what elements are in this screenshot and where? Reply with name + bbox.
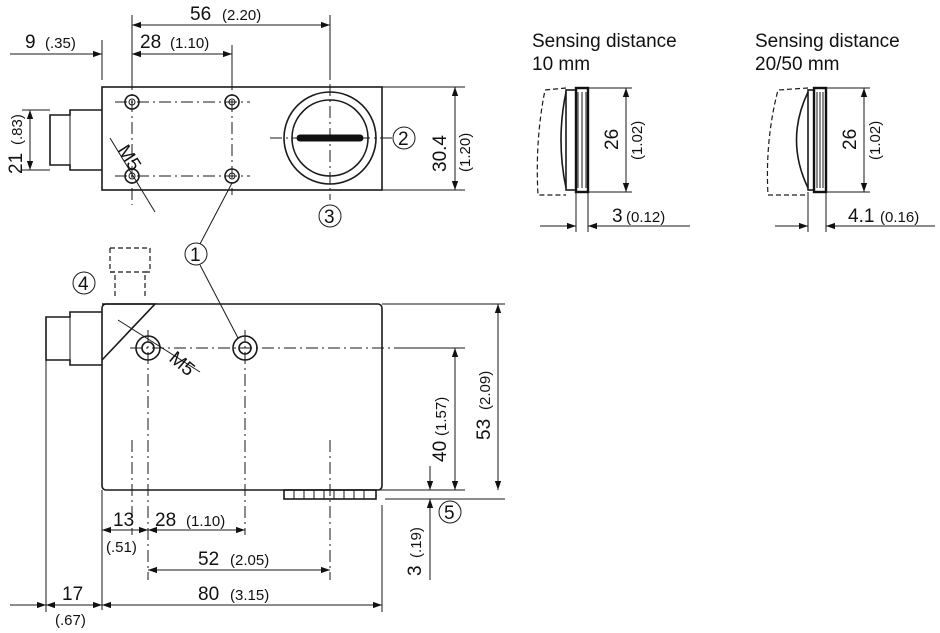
top-view: M5 56 (2.20) 9 (.35) 28 (1.10) 21 (.83) … (6, 4, 474, 213)
dim-40-in: (1.57) (433, 397, 450, 436)
detail-10-depth: 3 (612, 206, 623, 227)
detail-2050-height-in: (1.02) (867, 121, 884, 160)
dim-28-top-in: (1.10) (170, 35, 209, 52)
detail-2050-height: 26 (840, 129, 861, 150)
dim-52: 52 (198, 549, 219, 570)
dim-56: 56 (190, 4, 211, 25)
dim-9: 9 (25, 32, 36, 53)
detail-10-depth-in: (0.12) (626, 209, 665, 226)
dim-53: 53 (474, 419, 495, 440)
callout-2: 2 (398, 129, 409, 150)
dim-40: 40 (430, 441, 451, 462)
top-view-connector (49, 109, 102, 171)
dim-56-in: (2.20) (222, 7, 261, 24)
callout-4: 4 (78, 274, 89, 295)
callout-3: 3 (324, 207, 335, 228)
front-view-connector (45, 311, 102, 366)
dim-28-top: 28 (140, 32, 161, 53)
dim-80: 80 (198, 584, 219, 605)
detail-sensing-10mm: Sensing distance 10 mm 26 (1.02) 3 (0.12… (532, 31, 690, 232)
detail-2050-depth: 4.1 (848, 206, 874, 227)
dim-28-front: 28 (155, 510, 176, 531)
dim-21-in: (.83) (9, 114, 26, 145)
front-view-housing (101, 303, 383, 491)
detail-2050-title-1: Sensing distance (755, 31, 900, 52)
alternate-connector-dashed (109, 247, 151, 298)
detail-10-title-1: Sensing distance (532, 31, 677, 52)
detail-2050-title-2: 20/50 mm (755, 54, 839, 75)
detail-sensing-20-50mm: Sensing distance 20/50 mm 26 (1.02) 4.1 … (755, 31, 935, 232)
dim-17: 17 (62, 584, 83, 605)
dim-30-4-in: (1.20) (457, 133, 474, 172)
detail-10-height: 26 (602, 129, 623, 150)
dim-52-in: (2.05) (230, 552, 269, 569)
dim-13: 13 (113, 510, 134, 531)
dim-30-4: 30.4 (430, 135, 451, 172)
dim-21: 21 (6, 153, 27, 174)
detail-2050-depth-in: (0.16) (880, 209, 919, 226)
callout-5: 5 (444, 503, 455, 524)
detail-10-height-in: (1.02) (629, 121, 646, 160)
adjustment-knob (283, 91, 377, 185)
front-view: M5 13 (.51) 28 (1.10) 52 (2.05) 17 (.67)… (10, 247, 505, 629)
dim-3: 3 (405, 565, 426, 576)
callout-1: 1 (190, 245, 201, 266)
dim-28-front-in: (1.10) (186, 513, 225, 530)
dim-80-in: (3.15) (230, 587, 269, 604)
dim-3-in: (.19) (408, 527, 425, 558)
dim-13-in: (.51) (106, 539, 137, 556)
callouts: 2 3 1 4 5 (72, 126, 462, 524)
dim-17-in: (.67) (55, 612, 86, 629)
top-thread-label: M5 (113, 141, 145, 175)
top-view-mounting-holes (124, 94, 240, 184)
dim-53-in: (2.09) (477, 371, 494, 410)
detail-10-title-2: 10 mm (532, 54, 590, 75)
dim-9-in: (.35) (45, 35, 76, 52)
